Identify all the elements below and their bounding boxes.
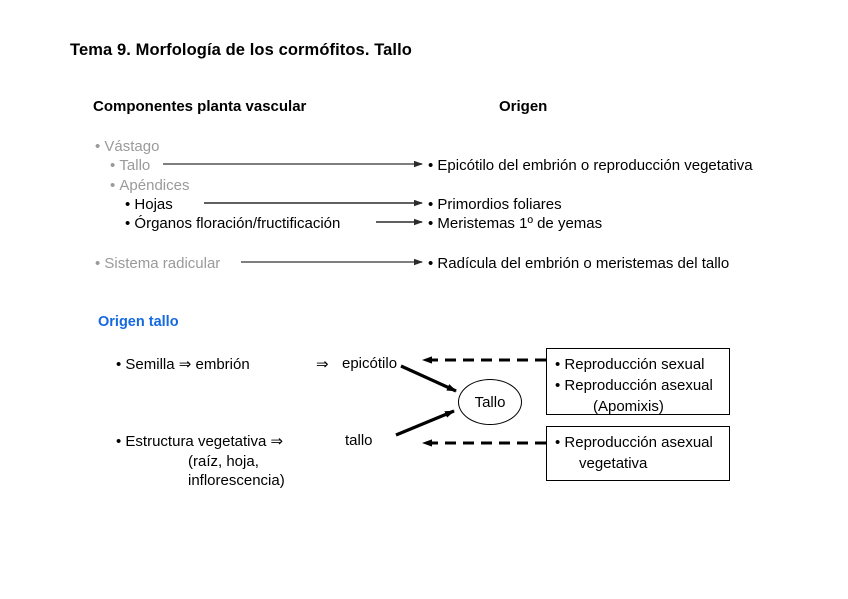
bullet-icon: • bbox=[125, 215, 135, 232]
bullet-icon: • bbox=[125, 196, 135, 213]
component-item-vastago: • Vástago bbox=[95, 138, 159, 155]
bullet-icon: • bbox=[95, 138, 105, 155]
column-header-origen: Origen bbox=[499, 98, 548, 115]
origin-item-epicotilo: • Epicótilo del embrión o reproducción v… bbox=[428, 157, 753, 174]
bullet-icon: • bbox=[110, 177, 120, 194]
component-item-sistema-radicular: • Sistema radicular bbox=[95, 255, 220, 272]
origin-label: Primordios foliares bbox=[437, 196, 562, 213]
flow-label-raiz-hoja: (raíz, hoja, bbox=[188, 453, 259, 470]
origin-item-primordios: • Primordios foliares bbox=[428, 196, 562, 213]
box-line: • Reproducción asexual bbox=[555, 377, 713, 394]
component-label: Tallo bbox=[119, 157, 151, 174]
connector-estructura-tallo bbox=[395, 409, 455, 437]
bullet-icon: • bbox=[428, 196, 438, 213]
node-tallo: Tallo bbox=[458, 379, 522, 425]
origin-label: Radícula del embrión o meristemas del ta… bbox=[437, 255, 730, 272]
component-item-organos: • Órganos floración/fructificación bbox=[125, 215, 340, 232]
bullet-icon: • bbox=[428, 255, 438, 272]
box-line: • Reproducción sexual bbox=[555, 356, 705, 373]
component-label: Apéndices bbox=[119, 177, 190, 194]
component-item-hojas: • Hojas bbox=[125, 196, 173, 213]
box-reproduccion-sexual: • Reproducción sexual • Reproducción ase… bbox=[546, 348, 730, 415]
component-item-apendices: • Apéndices bbox=[110, 177, 189, 194]
flow-label-inflorescencia: inflorescencia) bbox=[188, 472, 285, 489]
flow-label-estructura-vegetativa: • Estructura vegetativa ⇒ bbox=[116, 433, 284, 450]
node-tallo-label: Tallo bbox=[474, 393, 506, 411]
page-title: Tema 9. Morfología de los cormófitos. Ta… bbox=[70, 41, 412, 59]
bullet-icon: • bbox=[428, 215, 438, 232]
component-label: Vástago bbox=[104, 138, 160, 155]
flow-label-tallo: tallo bbox=[345, 432, 373, 449]
flow-label-semilla-embrion: • Semilla ⇒ embrión bbox=[116, 356, 250, 373]
origin-item-radicula: • Radícula del embrión o meristemas del … bbox=[428, 255, 729, 272]
box-line: • Reproducción asexual bbox=[555, 434, 713, 451]
section-heading-origen-tallo: Origen tallo bbox=[98, 314, 179, 330]
origin-label: Epicótilo del embrión o reproducción veg… bbox=[437, 157, 753, 174]
box-reproduccion-asexual-vegetativa: • Reproducción asexual vegetativa bbox=[546, 426, 730, 481]
flow-label-epicotilo: epicótilo bbox=[342, 355, 398, 372]
bullet-icon: • bbox=[428, 157, 438, 174]
box-line: (Apomixis) bbox=[593, 398, 664, 415]
component-label: Sistema radicular bbox=[104, 255, 221, 272]
component-item-tallo: • Tallo bbox=[110, 157, 150, 174]
bullet-icon: • bbox=[95, 255, 105, 272]
component-label: Órganos floración/fructificación bbox=[134, 215, 341, 232]
bullet-icon: • bbox=[110, 157, 120, 174]
column-header-components: Componentes planta vascular bbox=[93, 98, 307, 115]
connector-epicotilo-tallo bbox=[400, 364, 457, 393]
origin-label: Meristemas 1º de yemas bbox=[437, 215, 603, 232]
component-label: Hojas bbox=[134, 196, 173, 213]
double-arrow-icon: ⇒ bbox=[316, 356, 329, 373]
origin-item-meristemas: • Meristemas 1º de yemas bbox=[428, 215, 602, 232]
box-line: vegetativa bbox=[579, 455, 648, 472]
